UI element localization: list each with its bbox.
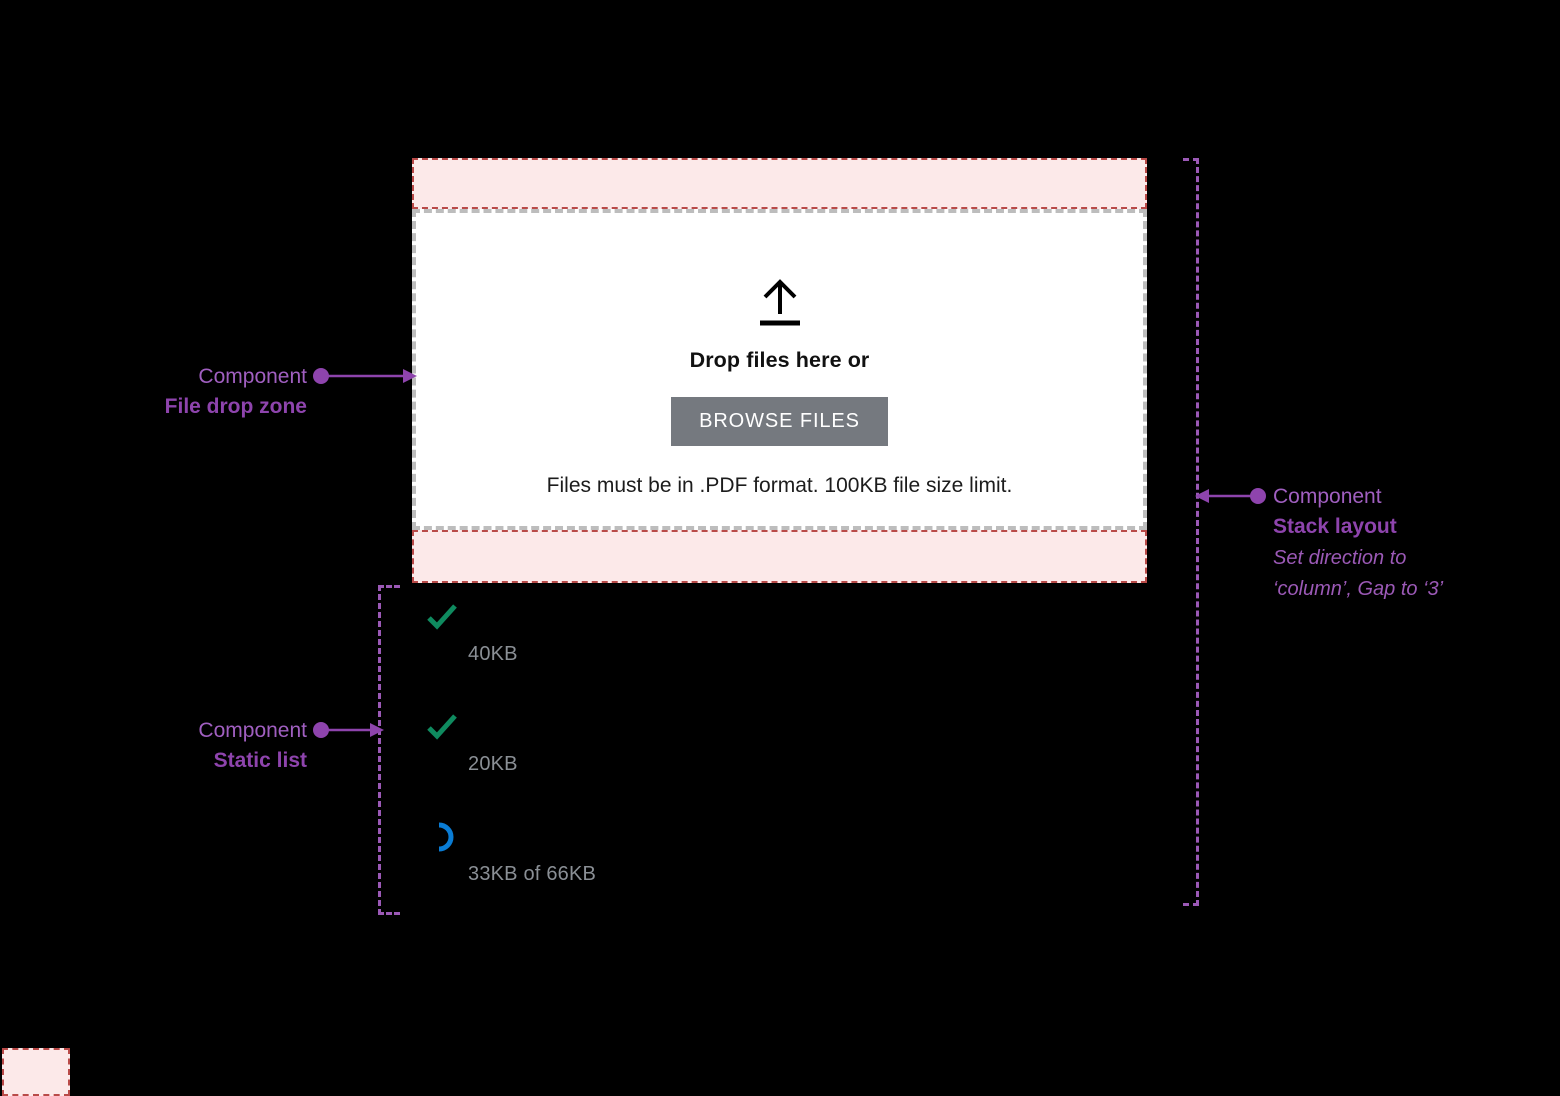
upload-arrow-icon	[759, 279, 800, 326]
padding-legend-swatch	[2, 1048, 70, 1096]
file-size-label: 40KB	[468, 643, 518, 665]
annotation-static-list: Component Static list	[90, 716, 307, 777]
padding-indicator-bottom	[412, 530, 1147, 583]
check-icon	[427, 604, 457, 630]
check-icon	[427, 714, 457, 740]
annotation-kicker: Component	[1273, 485, 1382, 508]
drop-zone-title: Drop files here or	[689, 348, 870, 372]
file-size-label: 20KB	[468, 753, 518, 775]
list-item: 33KB of 66KB	[425, 820, 1125, 930]
static-list-bracket	[378, 585, 400, 915]
annotation-stack-layout: Component Stack layout Set direction to …	[1273, 482, 1443, 605]
annotation-connector-drop-zone	[313, 368, 417, 384]
annotation-title: Stack layout	[1273, 515, 1397, 539]
spinner-icon	[438, 822, 454, 852]
file-upload-progress-label: 33KB of 66KB	[468, 863, 597, 885]
list-item: 20KB	[425, 710, 1125, 820]
annotation-kicker: Component	[198, 719, 307, 742]
list-item: 40KB	[425, 600, 1125, 710]
browse-files-button[interactable]: BROWSE FILES	[671, 397, 888, 446]
annotation-file-drop-zone: Component File drop zone	[145, 362, 307, 423]
annotation-note-line-2: ‘column’, Gap to ‘3’	[1273, 577, 1444, 600]
annotation-connector-stack-layout	[1195, 488, 1266, 504]
drop-zone-help-text: Files must be in .PDF format. 100KB file…	[546, 474, 1013, 497]
static-list: 40KB 20KB 33KB of 66KB	[425, 600, 1125, 930]
padding-indicator-top	[412, 158, 1147, 209]
stack-layout-bracket	[1183, 158, 1199, 906]
annotation-kicker: Component	[198, 365, 307, 388]
annotation-note-line-1: Set direction to	[1273, 546, 1407, 569]
annotation-title: File drop zone	[164, 395, 307, 419]
annotation-connector-static-list	[313, 722, 384, 738]
file-drop-zone-component: Drop files here or BROWSE FILES Files mu…	[412, 158, 1147, 583]
file-drop-zone[interactable]: Drop files here or BROWSE FILES Files mu…	[412, 209, 1147, 530]
annotation-title: Static list	[213, 749, 307, 773]
